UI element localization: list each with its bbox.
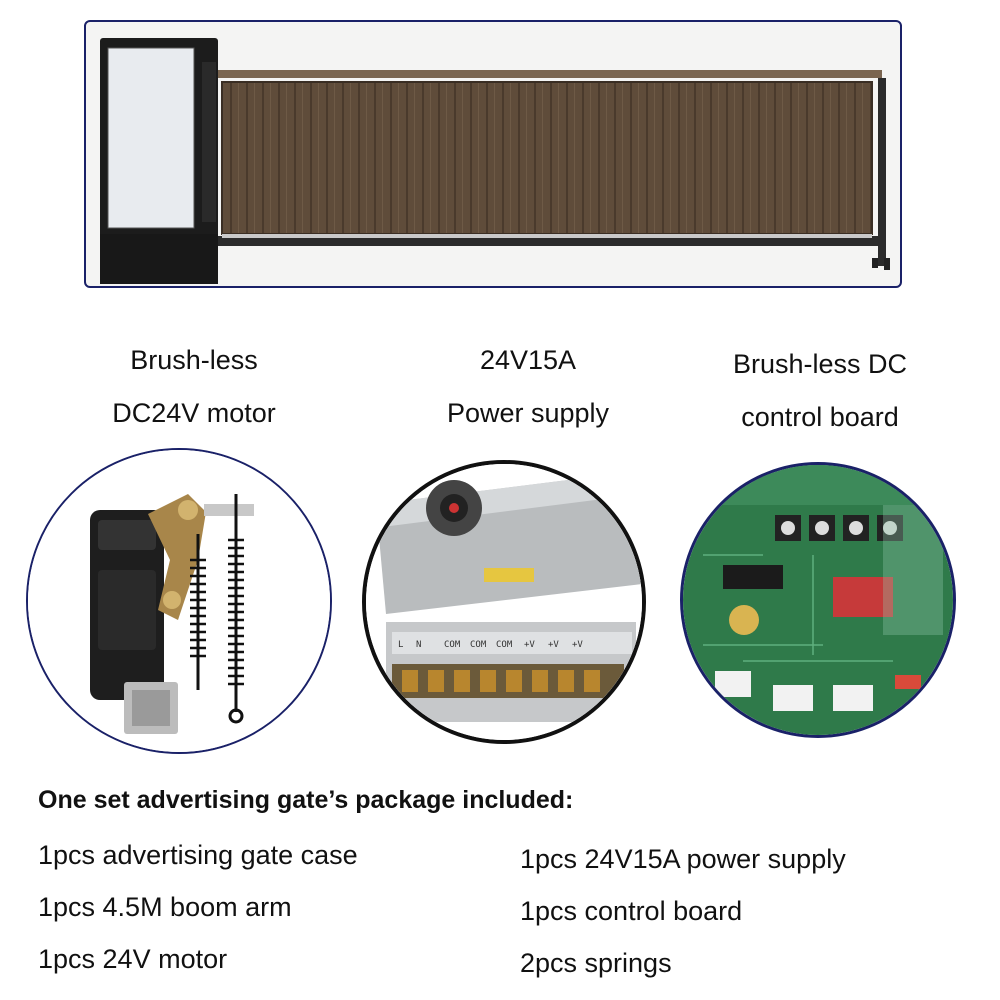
- power-supply-illustration: L N COM COM COM +V +V +V: [366, 464, 642, 740]
- terminal-label-n: N: [416, 640, 421, 650]
- motor-caption-line2: DC24V motor: [112, 398, 276, 428]
- package-item-springs: 2pcs springs: [520, 948, 672, 978]
- power-caption-line2: Power supply: [446, 398, 610, 428]
- terminal-label-l: L: [398, 640, 403, 650]
- terminal-label-com-2: COM: [470, 640, 487, 650]
- motor-caption-line1: Brush-less: [130, 345, 258, 375]
- terminal-label-v-2: +V: [548, 640, 559, 650]
- power-caption-line1: 24V15A: [479, 345, 577, 375]
- board-caption-line1: Brush-less DC: [732, 349, 908, 379]
- control-board-caption: Brush-less DC control board: [700, 338, 940, 444]
- package-item-motor: 1pcs 24V motor: [38, 944, 228, 974]
- package-item-power-supply: 1pcs 24V15A power supply: [520, 844, 846, 874]
- package-item-gate-case: 1pcs advertising gate case: [38, 840, 358, 870]
- power-supply-caption: 24V15A Power supply: [418, 334, 638, 440]
- control-board-illustration: [683, 465, 953, 735]
- terminal-label-com-1: COM: [444, 640, 461, 650]
- motor-photo: [26, 448, 332, 754]
- terminal-label-v-1: +V: [524, 640, 535, 650]
- control-board-photo: [680, 462, 956, 738]
- package-item-control-board: 1pcs control board: [520, 896, 743, 926]
- board-caption-line2: control board: [741, 402, 899, 432]
- power-supply-photo: L N COM COM COM +V +V +V: [362, 460, 646, 744]
- advertising-gate-photo: [84, 20, 902, 288]
- terminal-label-v-3: +V: [572, 640, 583, 650]
- package-item-boom-arm: 1pcs 4.5M boom arm: [38, 892, 292, 922]
- motor-illustration: [28, 450, 330, 752]
- terminal-label-com-3: COM: [496, 640, 513, 650]
- package-title: One set advertising gate’s package inclu…: [38, 786, 574, 814]
- power-terminal-labels: L N COM COM COM +V +V +V: [398, 640, 583, 650]
- motor-caption: Brush-less DC24V motor: [84, 334, 304, 440]
- advertising-gate-illustration: [100, 38, 890, 284]
